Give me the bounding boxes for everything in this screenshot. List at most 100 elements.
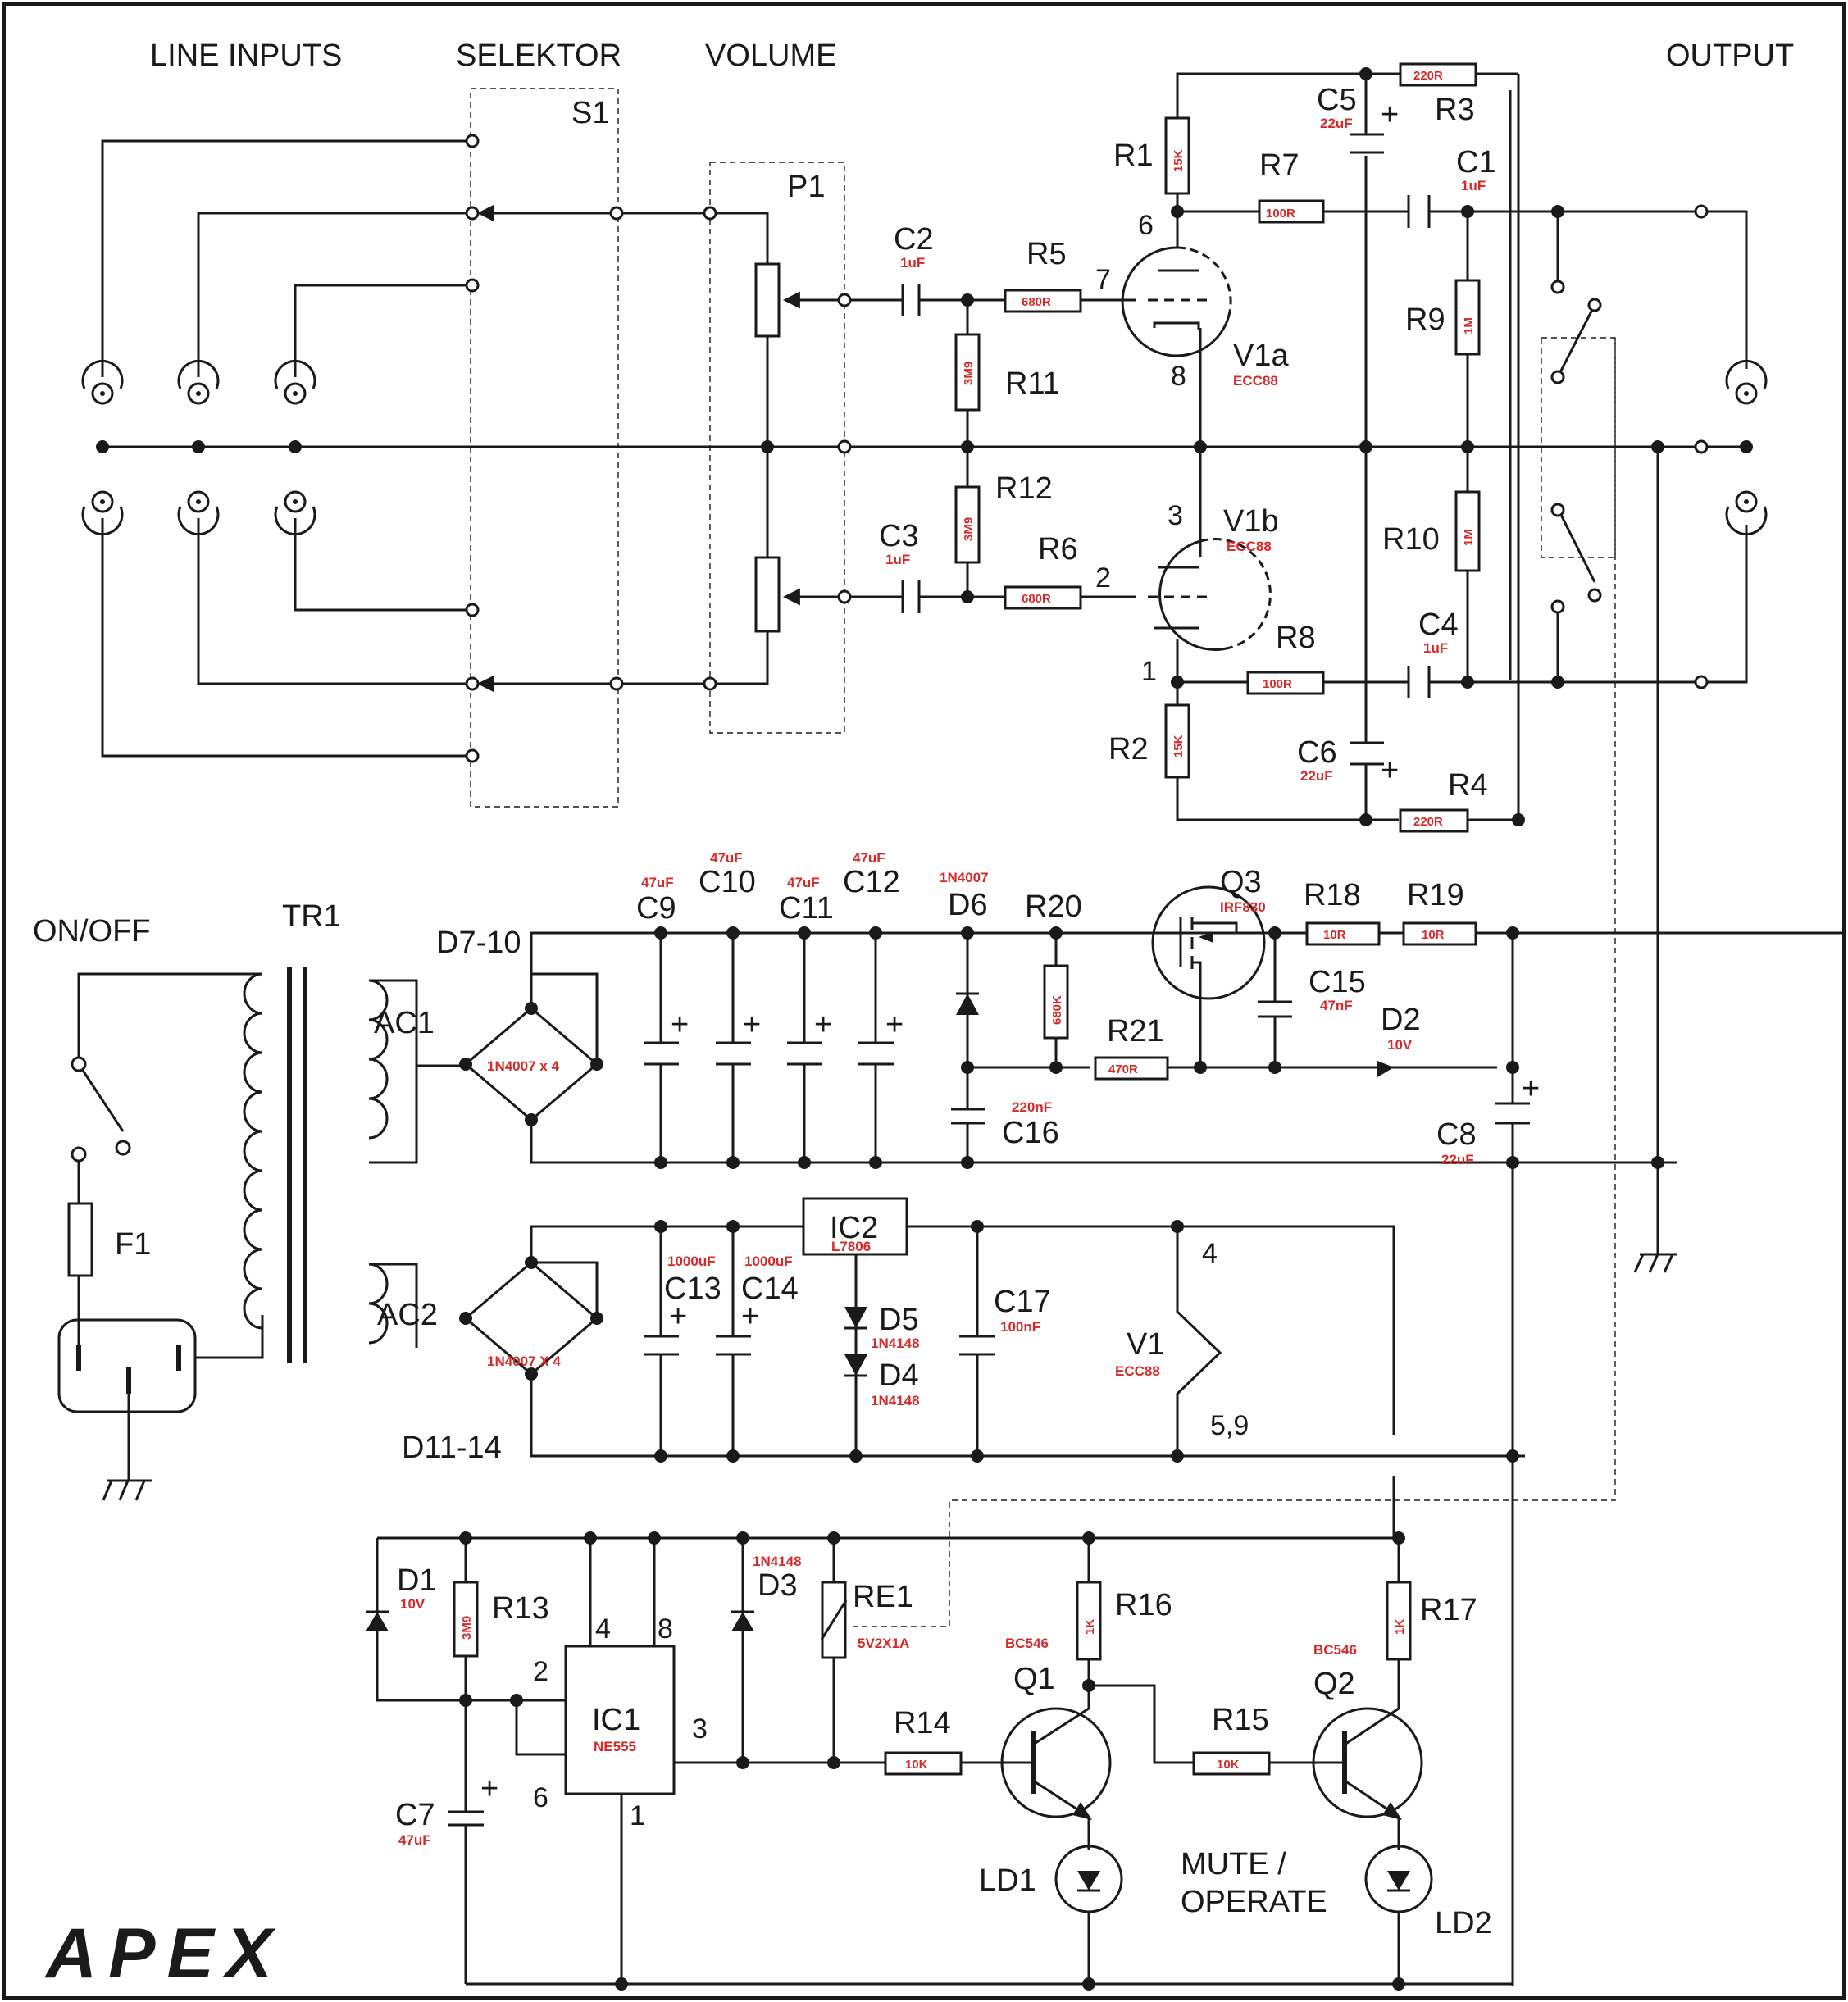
svg-text:ECC88: ECC88 bbox=[1115, 1363, 1160, 1379]
svg-text:C3: C3 bbox=[879, 519, 919, 553]
mains-section bbox=[57, 967, 389, 1501]
svg-text:D2: D2 bbox=[1381, 1003, 1421, 1037]
svg-text:8: 8 bbox=[658, 1613, 673, 1645]
svg-text:V1a: V1a bbox=[1233, 339, 1289, 373]
svg-text:10V: 10V bbox=[1387, 1037, 1413, 1053]
svg-text:22uF: 22uF bbox=[1441, 1152, 1474, 1167]
svg-text:C1: C1 bbox=[1456, 145, 1496, 180]
svg-text:+: + bbox=[814, 1008, 832, 1042]
resistors-signal bbox=[954, 62, 1481, 833]
svg-text:BC546: BC546 bbox=[1005, 1636, 1049, 1651]
svg-text:AC2: AC2 bbox=[377, 1298, 438, 1332]
svg-text:R2: R2 bbox=[1108, 732, 1149, 767]
svg-text:R19: R19 bbox=[1407, 878, 1464, 912]
regulator-section bbox=[644, 1197, 1395, 1538]
relay-link-box bbox=[1541, 337, 1616, 558]
svg-text:C6: C6 bbox=[1297, 735, 1337, 770]
svg-text:10K: 10K bbox=[905, 1758, 928, 1772]
svg-text:R10: R10 bbox=[1382, 522, 1440, 557]
svg-text:R21: R21 bbox=[1107, 1014, 1164, 1049]
svg-text:47nF: 47nF bbox=[1320, 998, 1353, 1013]
svg-text:C12: C12 bbox=[843, 865, 900, 899]
filter-caps bbox=[644, 885, 1530, 1986]
svg-text:5,9: 5,9 bbox=[1210, 1410, 1249, 1441]
svg-text:C2: C2 bbox=[894, 222, 934, 257]
svg-text:3: 3 bbox=[692, 1713, 708, 1745]
svg-text:D4: D4 bbox=[879, 1358, 919, 1393]
svg-text:ON/OFF: ON/OFF bbox=[33, 914, 151, 949]
svg-text:R14: R14 bbox=[894, 1706, 951, 1740]
svg-text:1N4148: 1N4148 bbox=[753, 1554, 802, 1569]
svg-text:47uF: 47uF bbox=[398, 1832, 431, 1848]
svg-text:1M: 1M bbox=[1462, 317, 1476, 334]
svg-text:47uF: 47uF bbox=[641, 875, 674, 890]
svg-text:R16: R16 bbox=[1115, 1588, 1172, 1622]
svg-text:1: 1 bbox=[1141, 656, 1157, 687]
svg-text:R11: R11 bbox=[1005, 366, 1060, 401]
junction-dots bbox=[96, 67, 1753, 1991]
svg-text:LD1: LD1 bbox=[979, 1863, 1036, 1898]
svg-text:4: 4 bbox=[595, 1613, 611, 1645]
svg-text:C5: C5 bbox=[1317, 83, 1357, 117]
svg-text:1000uF: 1000uF bbox=[744, 1254, 793, 1269]
svg-text:C11: C11 bbox=[779, 891, 834, 926]
svg-text:D5: D5 bbox=[879, 1303, 919, 1337]
svg-text:C16: C16 bbox=[1002, 1116, 1059, 1150]
svg-text:+: + bbox=[1381, 753, 1399, 788]
svg-text:47uF: 47uF bbox=[710, 850, 743, 866]
heading-selektor: SELEKTOR bbox=[456, 39, 621, 73]
svg-text:C7: C7 bbox=[395, 1798, 435, 1832]
svg-text:1uF: 1uF bbox=[900, 255, 925, 271]
svg-text:15K: 15K bbox=[1172, 735, 1186, 758]
svg-text:R3: R3 bbox=[1435, 93, 1475, 127]
svg-text:R17: R17 bbox=[1420, 1593, 1477, 1627]
svg-text:1K: 1K bbox=[1083, 1619, 1097, 1635]
svg-text:+: + bbox=[1522, 1072, 1540, 1106]
svg-text:C8: C8 bbox=[1436, 1117, 1477, 1152]
svg-text:680R: 680R bbox=[1022, 295, 1051, 309]
svg-text:6: 6 bbox=[533, 1782, 548, 1813]
svg-text:D6: D6 bbox=[948, 888, 988, 922]
labels-power: ON/OFF TR1 AC1 AC2 D7-10 1N4007 x 4 1N40… bbox=[33, 850, 1540, 1465]
potentiometer-bottom bbox=[754, 556, 781, 633]
svg-text:6: 6 bbox=[1138, 210, 1154, 241]
volume-terminals bbox=[703, 206, 852, 691]
svg-text:Q2: Q2 bbox=[1313, 1667, 1355, 1701]
heading-volume: VOLUME bbox=[705, 39, 836, 73]
svg-text:1000uF: 1000uF bbox=[667, 1254, 716, 1269]
rca-input-jacks bbox=[81, 359, 316, 536]
svg-text:D11-14: D11-14 bbox=[402, 1431, 502, 1465]
svg-text:IC2: IC2 bbox=[830, 1211, 878, 1245]
svg-text:D3: D3 bbox=[758, 1568, 798, 1603]
svg-text:LD2: LD2 bbox=[1435, 1906, 1492, 1941]
svg-text:C14: C14 bbox=[741, 1272, 799, 1306]
svg-text:R9: R9 bbox=[1405, 303, 1445, 337]
svg-text:NE555: NE555 bbox=[594, 1739, 636, 1754]
svg-text:1N4007: 1N4007 bbox=[940, 870, 989, 885]
svg-text:IC1: IC1 bbox=[592, 1703, 640, 1737]
svg-text:R8: R8 bbox=[1276, 621, 1316, 655]
svg-text:220nF: 220nF bbox=[1012, 1099, 1052, 1115]
svg-text:2: 2 bbox=[533, 1656, 548, 1687]
svg-text:F1: F1 bbox=[115, 1227, 151, 1262]
svg-text:+: + bbox=[1381, 98, 1399, 132]
svg-text:R4: R4 bbox=[1448, 768, 1488, 803]
svg-text:R18: R18 bbox=[1304, 878, 1361, 912]
svg-text:1N4007 X 4: 1N4007 X 4 bbox=[487, 1354, 561, 1369]
svg-text:V1b: V1b bbox=[1223, 504, 1279, 539]
svg-text:47uF: 47uF bbox=[853, 850, 885, 866]
svg-text:1M: 1M bbox=[1462, 529, 1476, 546]
svg-text:680R: 680R bbox=[1022, 592, 1051, 606]
svg-text:100R: 100R bbox=[1266, 207, 1295, 221]
svg-text:100R: 100R bbox=[1263, 677, 1292, 691]
svg-text:R12: R12 bbox=[995, 471, 1053, 506]
svg-text:R6: R6 bbox=[1038, 532, 1078, 566]
svg-text:AC1: AC1 bbox=[374, 1006, 435, 1040]
svg-text:5V2X1A: 5V2X1A bbox=[858, 1636, 909, 1651]
muting-timer-section bbox=[366, 1536, 1513, 1986]
svg-text:BC546: BC546 bbox=[1313, 1642, 1357, 1658]
svg-text:470R: 470R bbox=[1108, 1062, 1138, 1076]
svg-text:100nF: 100nF bbox=[1000, 1319, 1040, 1335]
